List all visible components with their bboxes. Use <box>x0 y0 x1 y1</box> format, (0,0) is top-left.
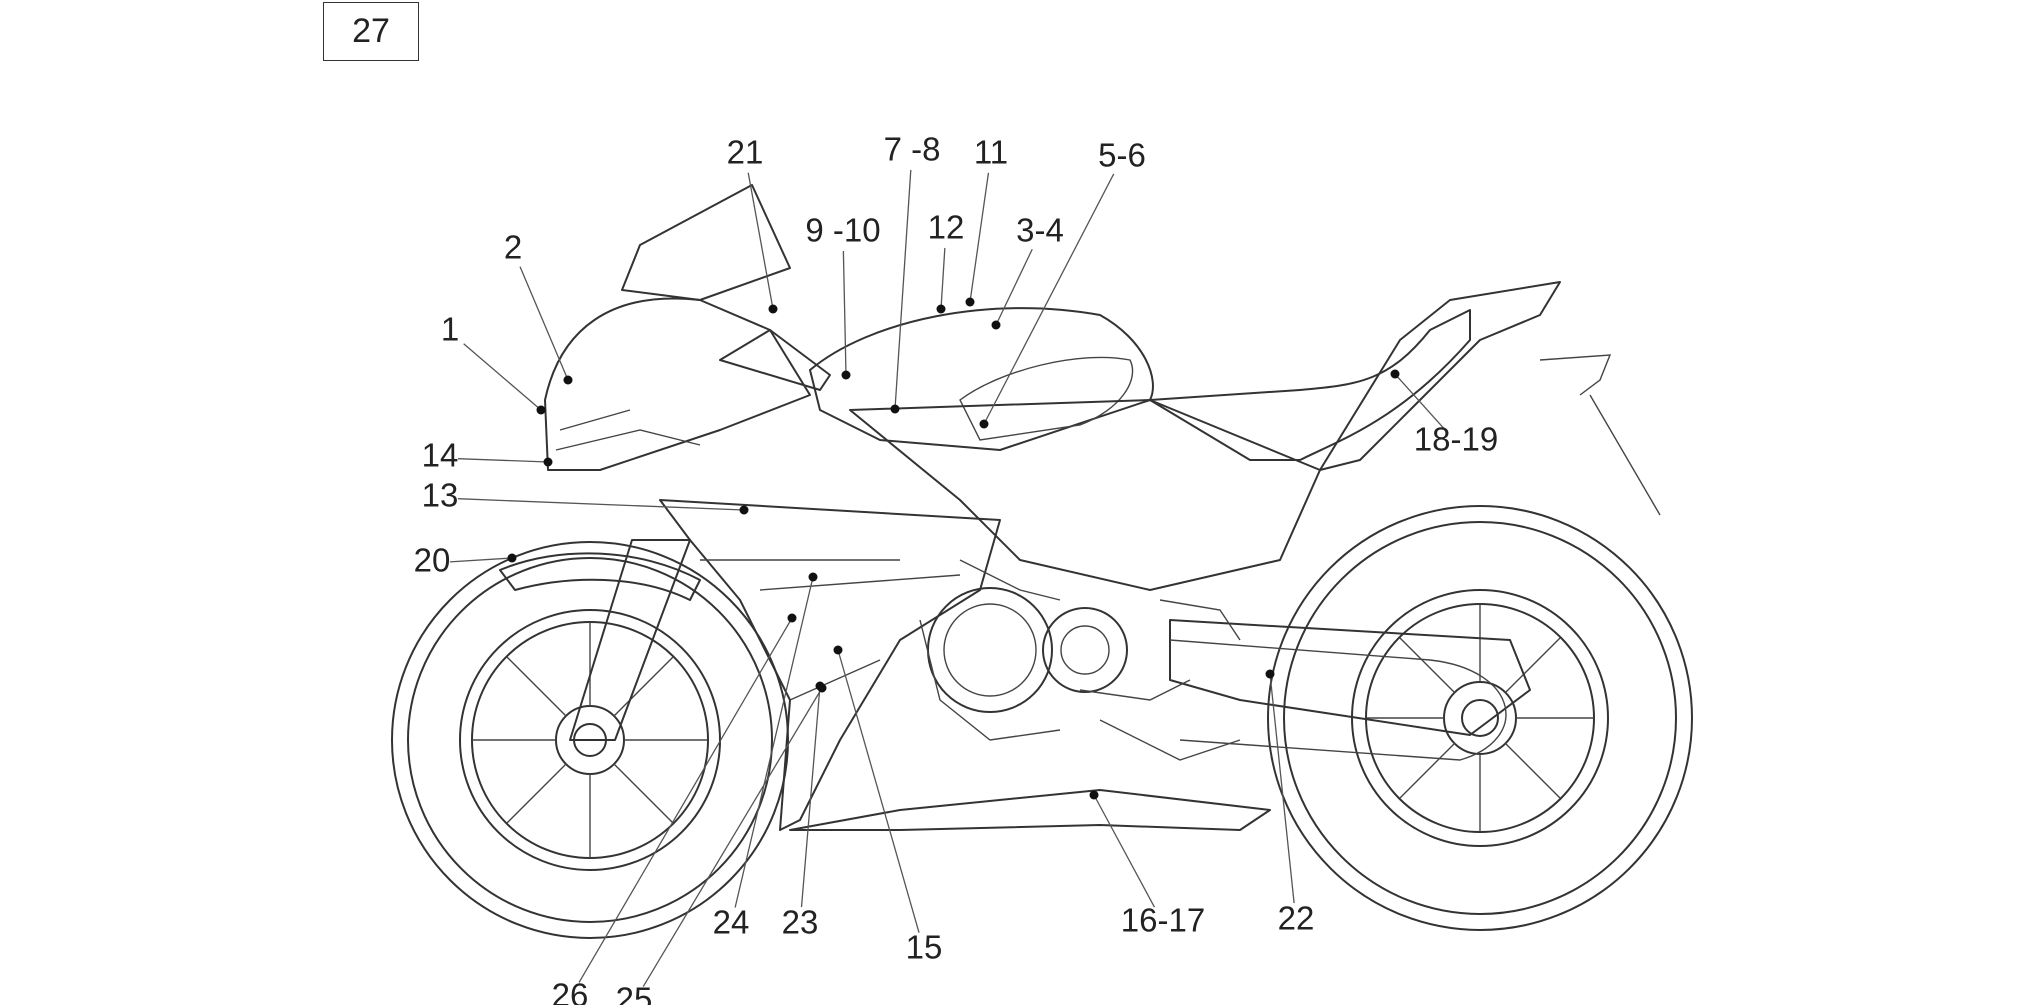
callout-label-c13: 13 <box>422 477 459 514</box>
leader-line-c26 <box>578 617 793 983</box>
callout-dot-c16 <box>1089 790 1099 800</box>
callout-dot-c13 <box>739 505 749 515</box>
callout-dot-c11 <box>965 297 975 307</box>
handlebar <box>719 329 831 391</box>
callout-label-c15: 15 <box>906 929 943 966</box>
callout-label-c21: 21 <box>727 134 764 171</box>
swingarm <box>1169 619 1531 736</box>
engine-cover <box>927 587 1053 713</box>
leader-line-c25 <box>642 687 823 987</box>
callout-label-c12: 12 <box>928 209 965 246</box>
callout-dot-c7 <box>890 404 900 414</box>
callout-dot-c12 <box>936 304 946 314</box>
callout-dot-c9 <box>841 370 851 380</box>
callout-label-c7: 7 -8 <box>884 131 941 168</box>
leader-line-c24 <box>734 576 814 908</box>
leader-line-c7 <box>894 169 912 410</box>
callout-dot-c25 <box>817 683 827 693</box>
leader-line-c11 <box>969 172 990 303</box>
callout-dot-c2 <box>563 375 573 385</box>
callout-label-c22: 22 <box>1278 900 1315 937</box>
leader-line-c22 <box>1269 673 1295 904</box>
leader-line-c18 <box>1394 373 1445 430</box>
leader-line-c3 <box>995 248 1033 326</box>
callout-dot-c18 <box>1390 369 1400 379</box>
leader-line-c20 <box>449 557 513 563</box>
callout-dot-c15 <box>833 645 843 655</box>
leader-line-c13 <box>457 498 745 511</box>
callout-dot-c26 <box>787 613 797 623</box>
front-fender <box>499 552 701 601</box>
callout-label-c1: 1 <box>441 311 459 348</box>
motorcycle-drawing <box>391 184 1693 939</box>
page-number: 27 <box>352 12 390 50</box>
leader-line-c5 <box>983 173 1115 425</box>
leader-line-c1 <box>463 343 542 411</box>
front-fork <box>569 539 691 741</box>
callout-dot-c22 <box>1265 669 1275 679</box>
callout-label-c2: 2 <box>504 229 522 266</box>
belly-pan <box>789 789 1271 831</box>
callout-label-c3: 3-4 <box>1016 212 1064 249</box>
callout-label-c20: 20 <box>414 542 451 579</box>
main-frame <box>849 399 1321 591</box>
callout-label-c24: 24 <box>713 904 750 941</box>
callout-dot-c21 <box>768 304 778 314</box>
leader-line-c2 <box>519 266 569 381</box>
leader-line-c9 <box>842 250 847 376</box>
callout-label-c16: 16-17 <box>1121 902 1205 939</box>
seat <box>1149 309 1471 461</box>
callout-label-c18: 18-19 <box>1414 421 1498 458</box>
callout-dot-c1 <box>536 405 546 415</box>
callout-label-c23: 23 <box>782 904 819 941</box>
fuel-tank <box>809 307 1154 451</box>
callout-label-c25: 25 <box>616 981 653 1005</box>
callout-label-c14: 14 <box>422 437 459 474</box>
chain <box>1169 639 1507 761</box>
page-number-box: 27 <box>323 2 419 61</box>
callout-label-c26: 26 <box>552 977 589 1005</box>
license-holder <box>1539 354 1661 516</box>
callout-dot-c5 <box>979 419 989 429</box>
callout-label-c11: 11 <box>974 134 1008 171</box>
leader-line-c12 <box>940 247 946 310</box>
tail-fairing <box>1319 281 1561 471</box>
leader-line-c16 <box>1093 794 1156 908</box>
leader-line-c14 <box>457 458 549 463</box>
rear-wheel <box>1267 505 1693 931</box>
callout-label-c9: 9 -10 <box>805 212 880 249</box>
front-fairing <box>544 297 811 471</box>
front-wheel <box>391 541 789 939</box>
windscreen <box>621 184 791 301</box>
leader-line-c23 <box>800 685 821 908</box>
callout-label-c5: 5-6 <box>1098 137 1146 174</box>
leader-line-c21 <box>747 172 774 310</box>
callout-dot-c24 <box>808 572 818 582</box>
leader-line-c15 <box>837 649 920 933</box>
callout-dot-c20 <box>507 553 517 563</box>
callout-dot-c14 <box>543 457 553 467</box>
callout-dot-c3 <box>991 320 1001 330</box>
side-fairing <box>659 499 1001 831</box>
